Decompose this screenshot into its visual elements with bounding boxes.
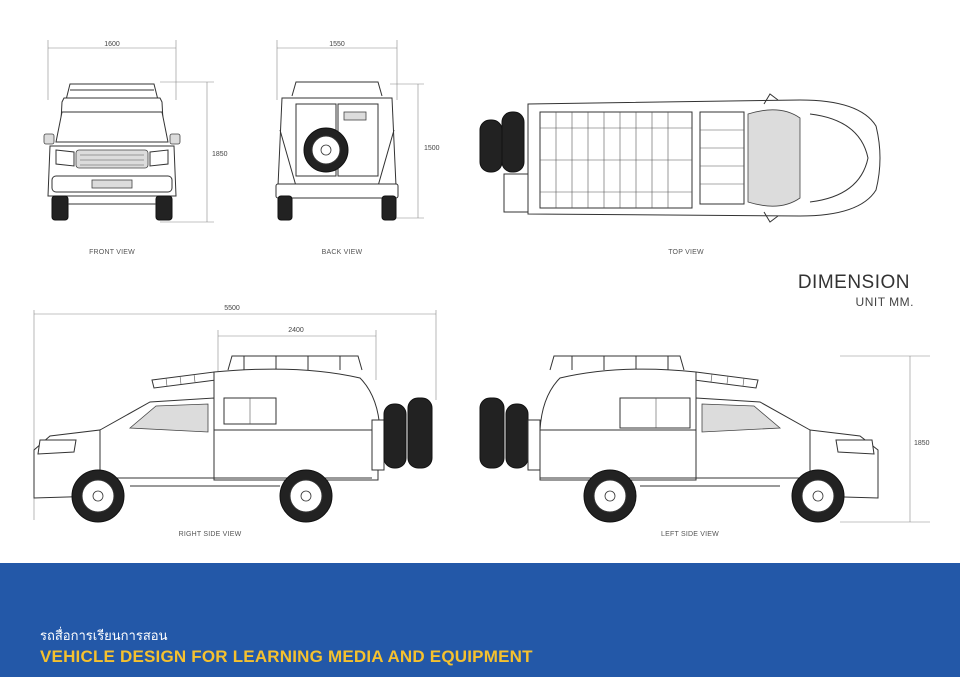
roof-rack-grid [540,112,692,208]
right-side-view: 5500 2400 [33,305,437,538]
back-width-dimension: 1550 [329,41,345,48]
left-side-view: 1850 LEFT S [479,355,930,538]
right-side-view-label: RIGHT SIDE VIEW [179,531,242,538]
footer-english-title: VEHICLE DESIGN FOR LEARNING MEDIA AND EQ… [40,647,533,666]
canopy-length-dimension: 2400 [288,327,304,334]
dimension-unit: UNIT MM. [855,295,914,309]
back-view-label: BACK VIEW [322,249,363,256]
footer-thai-title: รถสื่อการเรียนการสอน [40,628,168,643]
left-side-height-dimension: 1850 [914,440,930,447]
front-view-label: FRONT VIEW [89,249,135,256]
top-view: TOP VIEW [479,93,881,256]
back-view: 1550 1500 BACK VIEW [275,40,440,256]
dimension-title: DIMENSION [797,272,910,293]
top-view-label: TOP VIEW [668,249,704,256]
left-side-view-label: LEFT SIDE VIEW [661,531,719,538]
front-width-dimension: 1600 [104,41,120,48]
front-view: 1600 1850 FRONT VIEW [43,40,228,256]
side-length-dimension: 5500 [224,305,240,312]
footer-banner: รถสื่อการเรียนการสอน VEHICLE DESIGN FOR … [0,563,960,677]
front-height-dimension: 1850 [212,151,228,158]
technical-drawing-sheet: 1600 1850 FRONT VIEW [33,40,930,538]
back-height-dimension: 1500 [424,145,440,152]
